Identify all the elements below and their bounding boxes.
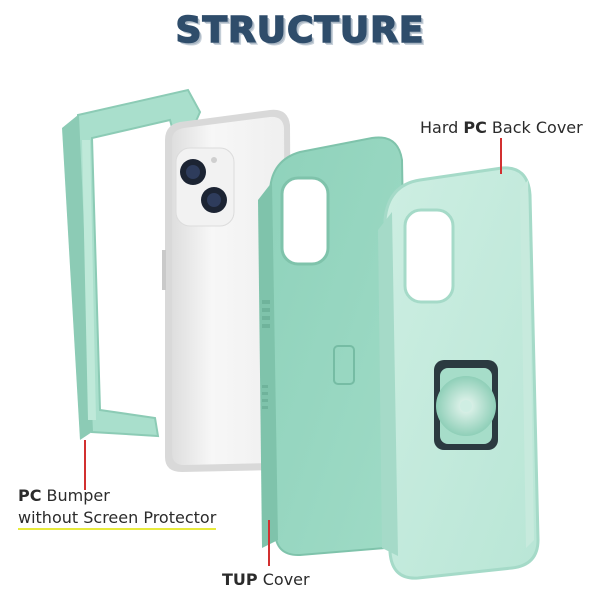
tup-cover <box>258 136 410 557</box>
back-cover-pointer <box>500 138 502 174</box>
phone <box>162 109 292 472</box>
bumper-label: PC Bumper <box>18 486 110 505</box>
bumper-label-line2: without Screen Protector <box>18 508 217 530</box>
back-cover-label: Hard PC Back Cover <box>420 118 583 137</box>
tup-label: TUP Cover <box>222 570 310 589</box>
page-title: STRUCTURE <box>175 9 425 52</box>
tup-pointer <box>268 520 270 566</box>
bumper-pointer <box>84 440 86 490</box>
hard-pc-back-cover <box>378 166 540 580</box>
